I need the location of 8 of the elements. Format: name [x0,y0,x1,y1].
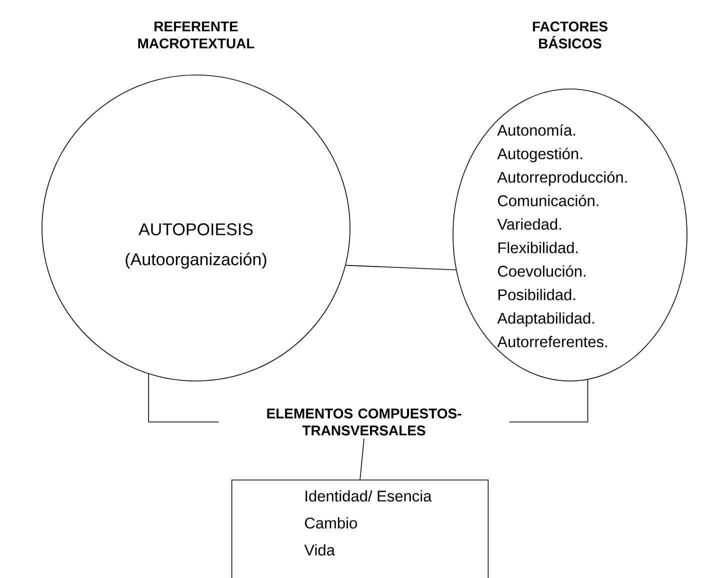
connector-line [508,379,588,422]
node-label: REFERENTE MACROTEXTUAL [138,22,254,48]
list-box: Identidad/ Esencia Cambio Vida [231,480,489,578]
heading-text: ELEMENTOS COMPUESTOS-TRANSVERSALES [267,408,462,436]
connector-line [345,264,456,270]
node-label: FACTORES BÁSICOS [532,22,608,48]
connector-line [360,438,364,480]
connector-line [148,374,220,422]
